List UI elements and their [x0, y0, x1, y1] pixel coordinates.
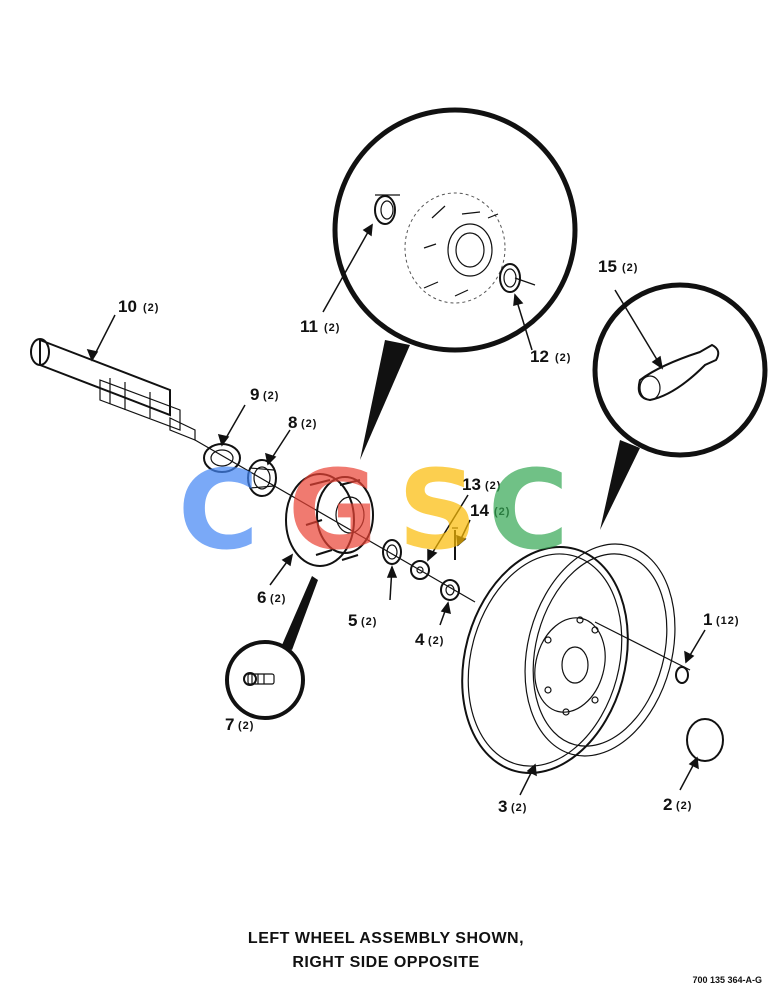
callout-7-qty: (2): [238, 720, 254, 732]
callout-8-qty: (2): [301, 418, 317, 430]
callout-15-qty: (2): [622, 262, 638, 274]
callout-8-number: 8: [288, 413, 297, 432]
callout-13-number: 13: [462, 475, 481, 494]
cgsc-watermark-logo: C G S C: [178, 446, 569, 574]
drawing-number: 700 135 364-A-G: [692, 975, 762, 985]
callout-13-qty: (2): [485, 480, 501, 492]
leader-arrows: [86, 223, 706, 796]
callout-14-qty: (2): [494, 506, 510, 518]
inner-bearing-part: [247, 459, 277, 497]
hub-detail-circle: [332, 107, 578, 460]
callout-12-qty: (2): [555, 352, 571, 364]
assembly-axis-lines: [194, 439, 691, 671]
hub-part: [285, 473, 374, 567]
callout-4-qty: (2): [428, 635, 444, 647]
callout-7-number: 7: [225, 715, 234, 734]
callout-6-qty: (2): [270, 593, 286, 605]
callout-10-number: 10: [118, 297, 137, 316]
callout-11-number: 11: [300, 317, 318, 336]
watermark-letter-g: G: [288, 446, 378, 574]
callout-4-number: 4: [415, 630, 425, 649]
watermark-letter-s: S: [398, 446, 477, 574]
washer-part: [410, 560, 430, 580]
callout-15-number: 15: [598, 257, 617, 276]
callout-10-qty: (2): [143, 302, 159, 314]
callout-3-number: 3: [498, 797, 507, 816]
callout-5-qty: (2): [361, 616, 377, 628]
valve-stem-detail-circle: [592, 282, 768, 530]
callout-6-number: 6: [257, 588, 266, 607]
callout-5-number: 5: [348, 611, 357, 630]
wheel-rim-part: [461, 543, 676, 774]
callout-1-number: 1: [703, 610, 712, 629]
callout-2-number: 2: [663, 795, 672, 814]
callout-2-qty: (2): [676, 800, 692, 812]
callout-11-qty: (2): [324, 322, 340, 334]
lug-nut-part: [675, 666, 689, 684]
caption-line-2: RIGHT SIDE OPPOSITE: [292, 954, 480, 971]
hub-cap-part: [686, 718, 724, 762]
callout-3-qty: (2): [511, 802, 527, 814]
caption-line-1: LEFT WHEEL ASSEMBLY SHOWN,: [247, 930, 525, 947]
spindle-part: [30, 338, 196, 441]
callout-1-qty: (12): [716, 615, 740, 627]
outer-bearing-part: [382, 539, 402, 565]
callout-14-number: 14: [470, 501, 489, 520]
watermark-letter-c2: C: [488, 446, 569, 574]
castle-nut-part: [440, 579, 460, 601]
callout-12-number: 12: [530, 347, 549, 366]
cotter-pin-part: [452, 527, 458, 560]
stud-detail-circle: [225, 576, 318, 720]
callout-labels: 10 (2) 9 (2) 8 (2) 6 (2) 7 (2) 5 (2) 13 …: [118, 257, 740, 816]
watermark-letter-c1: C: [178, 446, 259, 574]
callout-9-number: 9: [250, 385, 259, 404]
callout-9-qty: (2): [263, 390, 279, 402]
